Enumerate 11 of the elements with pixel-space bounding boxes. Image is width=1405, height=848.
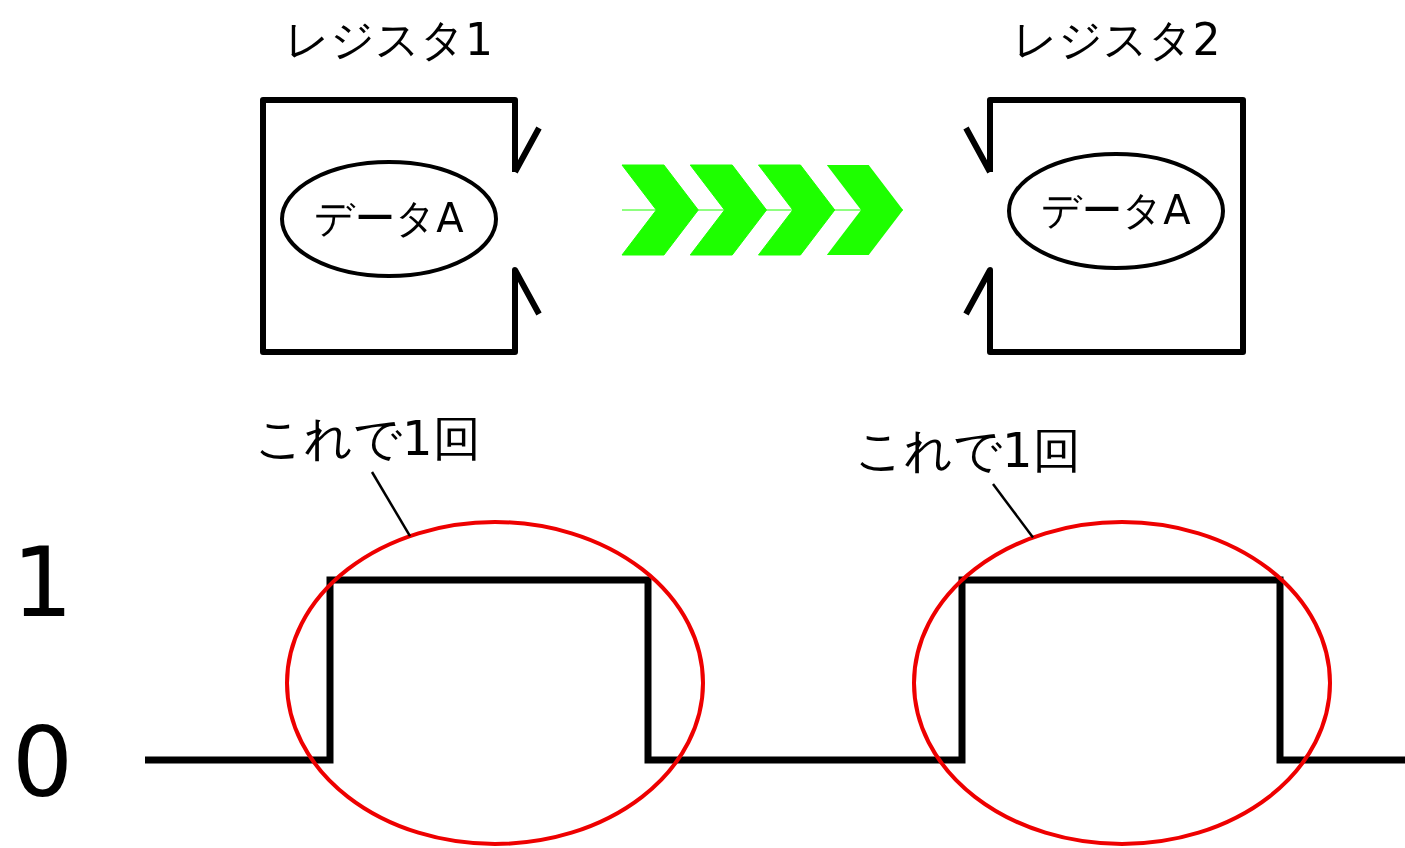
leader-line (992, 483, 1034, 539)
annotation-text: これで1回 (255, 414, 481, 462)
data-label: データA (1040, 190, 1192, 230)
data-label: データA (313, 198, 465, 238)
signal-level-label: 0 (12, 715, 74, 811)
register-heading: レジスタ2 (1011, 18, 1222, 62)
chevron-arrow (621, 164, 904, 256)
leader-line (370, 471, 412, 537)
register-heading: レジスタ1 (284, 18, 494, 62)
annotation-text: これで1回 (855, 426, 1081, 474)
signal-level-label: 1 (12, 535, 74, 631)
